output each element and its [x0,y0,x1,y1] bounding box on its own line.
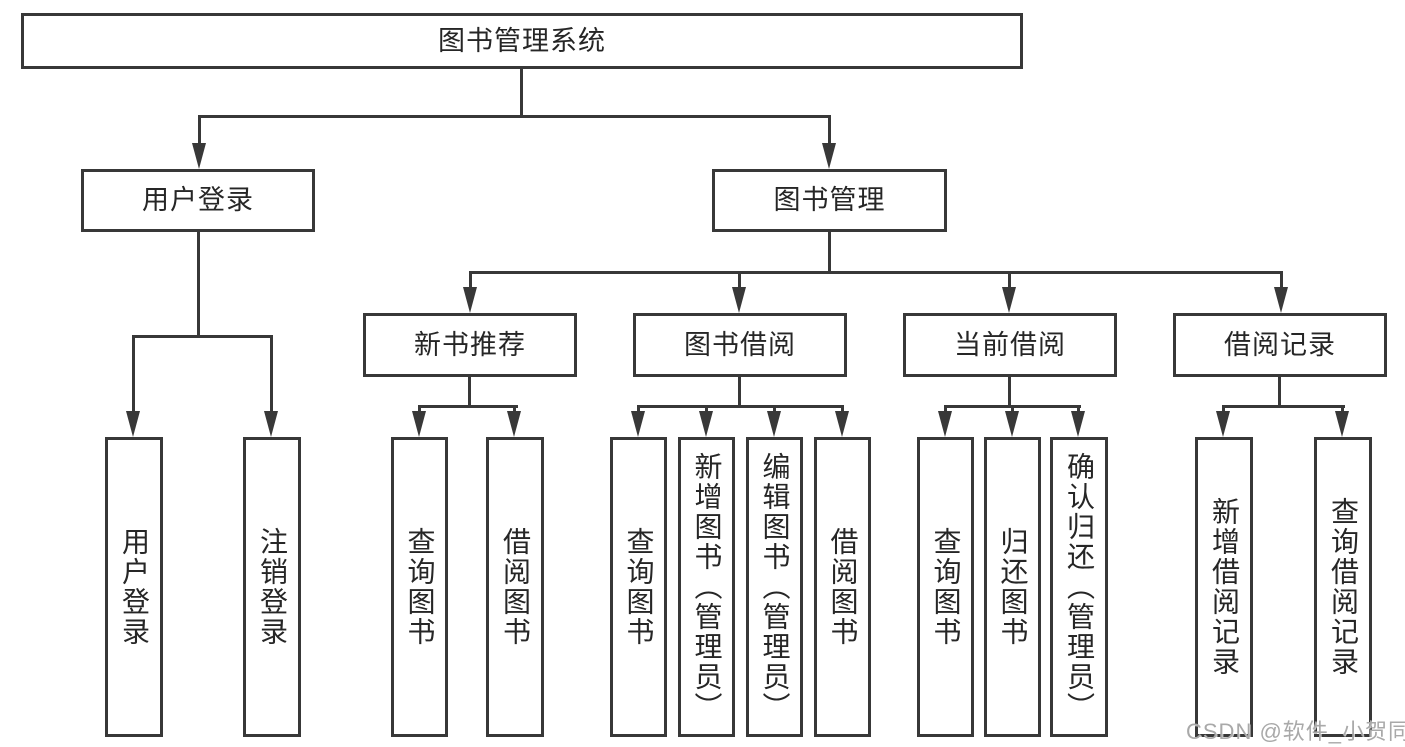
node-root: 图书管理系统 [21,13,1023,69]
leaf-add-book-admin: 新增图书（管理员） [678,437,735,737]
leaf-add-borrow-record: 新增借阅记录 [1195,437,1253,737]
leaf-edit-book-admin-label: 编辑图书（管理员） [759,452,791,722]
connector-line [198,115,831,118]
leaf-query-books-recommend: 查询图书 [391,437,448,737]
arrow-down-icon [1335,411,1349,437]
leaf-logout-label: 注销登录 [257,527,288,647]
connector-line [198,115,201,145]
arrow-down-icon [822,143,836,169]
node-book-management: 图书管理 [712,169,947,232]
leaf-confirm-return-admin: 确认归还（管理员） [1050,437,1108,737]
arrow-down-icon [463,287,477,313]
connector-line [1077,405,1080,415]
connector-line [1008,377,1011,408]
leaf-logout: 注销登录 [243,437,301,737]
arrow-down-icon [1005,411,1019,437]
arrow-down-icon [412,411,426,437]
leaf-return-books-label: 归还图书 [997,527,1029,647]
connector-line [1222,405,1345,408]
connector-line [705,405,708,415]
connector-line [132,335,135,413]
leaf-query-books-borrow: 查询图书 [610,437,667,737]
connector-line [270,335,273,413]
arrow-down-icon [631,411,645,437]
arrow-down-icon [1216,411,1230,437]
arrow-down-icon [835,411,849,437]
connector-line [132,335,273,338]
connector-line [468,377,471,408]
leaf-borrow-books-label: 借阅图书 [827,527,859,647]
node-borrow-records-label: 借阅记录 [1224,329,1336,360]
connector-line [1222,405,1225,415]
leaf-query-books-borrow-label: 查询图书 [623,527,655,647]
node-new-book-recommend-label: 新书推荐 [414,329,526,360]
leaf-query-books-current: 查询图书 [917,437,974,737]
connector-line [637,405,844,408]
connector-line [520,69,523,118]
arrow-down-icon [732,287,746,313]
connector-line [738,377,741,408]
leaf-add-borrow-record-label: 新增借阅记录 [1209,497,1240,677]
leaf-user-login-label: 用户登录 [119,527,150,647]
leaf-query-books-recommend-label: 查询图书 [404,527,436,647]
arrow-down-icon [192,143,206,169]
node-current-borrow: 当前借阅 [903,313,1117,377]
connector-line [1280,271,1283,289]
connector-line [944,405,947,415]
connector-line [1341,405,1344,415]
arrow-down-icon [1274,287,1288,313]
connector-line [1278,377,1281,408]
arrow-down-icon [699,411,713,437]
connector-line [197,232,200,338]
node-book-borrow-label: 图书借阅 [684,329,796,360]
connector-line [841,405,844,415]
connector-line [418,405,421,415]
node-borrow-records: 借阅记录 [1173,313,1387,377]
leaf-query-borrow-record-label: 查询借阅记录 [1328,497,1359,677]
leaf-edit-book-admin: 编辑图书（管理员） [746,437,803,737]
connector-line [1008,271,1011,289]
connector-line [513,405,516,415]
leaf-confirm-return-admin-label: 确认归还（管理员） [1064,452,1095,722]
node-root-label: 图书管理系统 [438,25,606,56]
arrow-down-icon [1071,411,1085,437]
node-book-borrow: 图书借阅 [633,313,847,377]
arrow-down-icon [507,411,521,437]
connector-line [828,115,831,145]
leaf-return-books: 归还图书 [984,437,1041,737]
leaf-user-login: 用户登录 [105,437,163,737]
node-book-management-label: 图书管理 [773,185,886,215]
node-new-book-recommend: 新书推荐 [363,313,577,377]
arrow-down-icon [938,411,952,437]
csdn-watermark: CSDN @软件_小贺同学 [1186,719,1405,744]
connector-line [738,271,741,289]
connector-line [828,232,831,274]
connector-line [469,271,472,289]
connector-line [418,405,518,408]
leaf-add-book-admin-label: 新增图书（管理员） [691,452,723,722]
arrow-down-icon [767,411,781,437]
leaf-borrow-books: 借阅图书 [814,437,871,737]
connector-line [637,405,640,415]
connector-line [469,271,1283,274]
node-current-borrow-label: 当前借阅 [954,329,1066,360]
leaf-borrow-books-recommend-label: 借阅图书 [500,527,531,647]
node-user-login-label: 用户登录 [142,185,254,215]
leaf-query-books-current-label: 查询图书 [930,527,962,647]
node-user-login: 用户登录 [81,169,315,232]
connector-line [773,405,776,415]
arrow-down-icon [1002,287,1016,313]
connector-line [1011,405,1014,415]
leaf-borrow-books-recommend: 借阅图书 [486,437,544,737]
leaf-query-borrow-record: 查询借阅记录 [1314,437,1372,737]
arrow-down-icon [264,411,278,437]
arrow-down-icon [126,411,140,437]
